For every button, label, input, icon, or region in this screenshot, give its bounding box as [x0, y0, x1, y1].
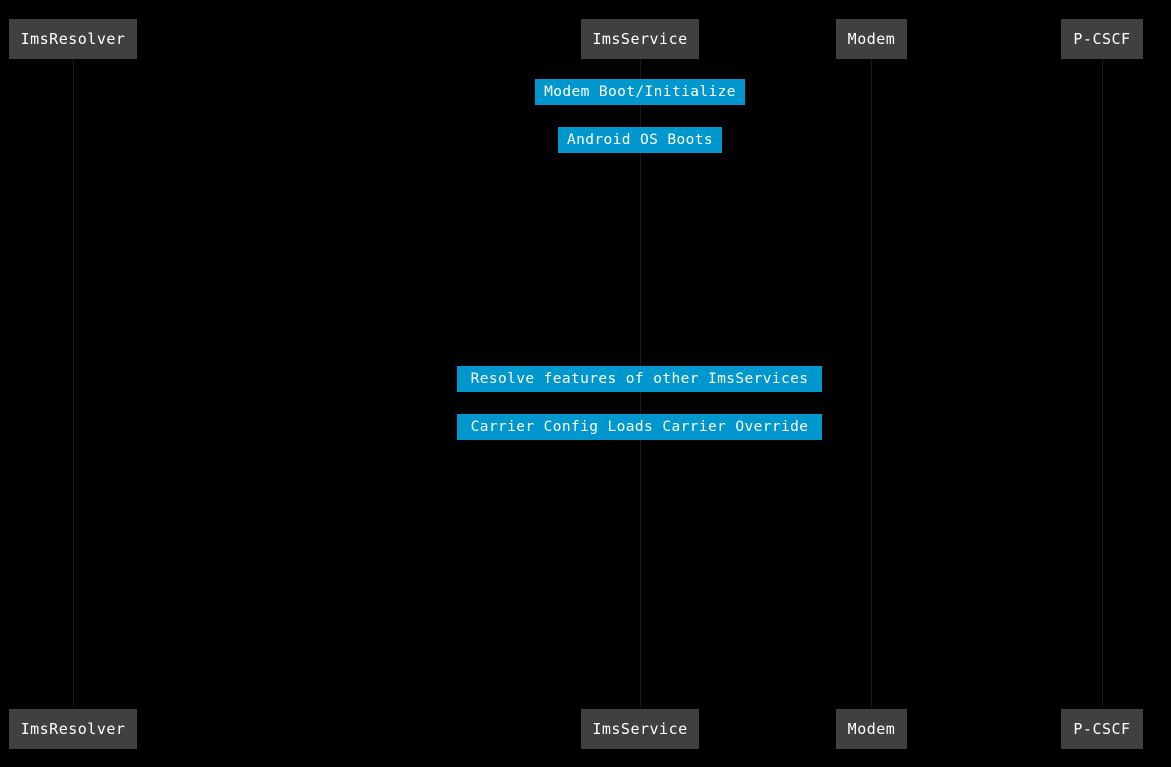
participant-footer-imsservice[interactable]: ImsService — [581, 709, 699, 749]
participant-footer-modem[interactable]: Modem — [836, 709, 907, 749]
participant-header-imsservice[interactable]: ImsService — [581, 19, 699, 59]
participant-header-modem[interactable]: Modem — [836, 19, 907, 59]
participant-header-pcscf[interactable]: P-CSCF — [1061, 19, 1143, 59]
note-carrier-config-loads-carrier-override[interactable]: Carrier Config Loads Carrier Override — [457, 414, 822, 440]
lifeline-pcscf — [1102, 59, 1103, 708]
participant-header-imsresolver[interactable]: ImsResolver — [9, 19, 137, 59]
note-android-os-boots[interactable]: Android OS Boots — [558, 127, 722, 153]
participant-footer-imsresolver[interactable]: ImsResolver — [9, 709, 137, 749]
participant-footer-pcscf[interactable]: P-CSCF — [1061, 709, 1143, 749]
lifeline-modem — [871, 59, 872, 708]
note-resolve-features-of-other-imsservices[interactable]: Resolve features of other ImsServices — [457, 366, 822, 392]
note-modem-boot-initialize[interactable]: Modem Boot/Initialize — [535, 79, 745, 105]
lifeline-imsresolver — [73, 59, 74, 708]
